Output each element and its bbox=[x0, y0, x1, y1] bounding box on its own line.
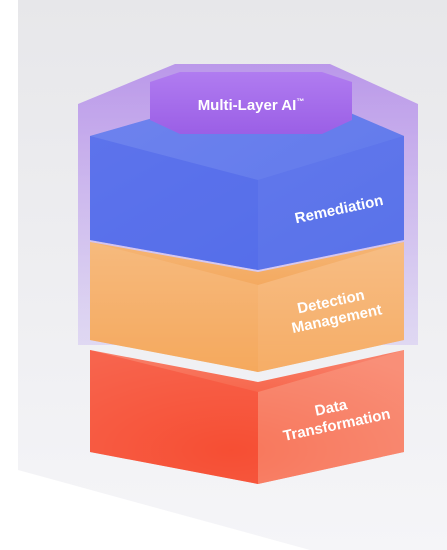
layer-detection-management bbox=[90, 242, 404, 372]
multi-layer-ai-title: Multi-Layer AI™ bbox=[198, 97, 305, 114]
layer-data-transformation bbox=[90, 350, 404, 484]
layer-remediation bbox=[90, 112, 404, 270]
multi-layer-ai-cap bbox=[150, 72, 352, 134]
